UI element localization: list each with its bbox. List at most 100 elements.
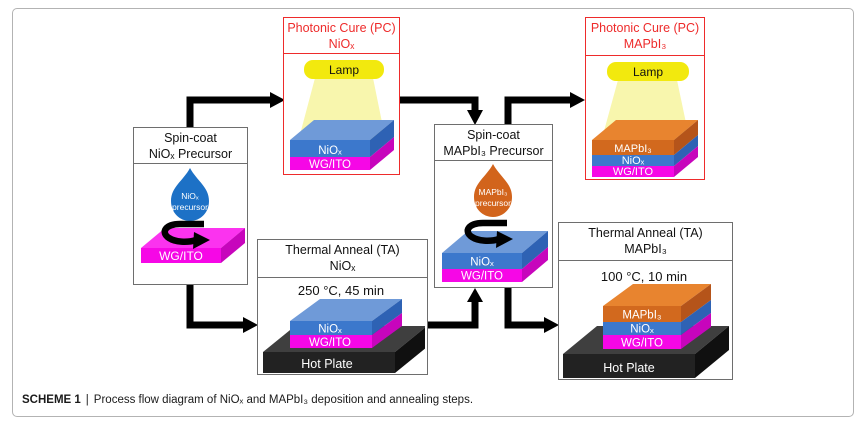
title-line: Spin-coat: [467, 128, 520, 142]
wgito-label: WG/ITO: [309, 159, 351, 171]
wgito-label: WG/ITO: [461, 271, 503, 283]
wgito-layer-side: [370, 137, 394, 170]
mapbi3-layer-front: [592, 140, 674, 155]
arrow-taniox-to-scmapbi3: [428, 302, 479, 329]
mapbi3-label: MAPbI₃: [622, 310, 662, 322]
droplet-label: MAPbI₃: [479, 187, 508, 197]
wgito-layer-front: [290, 335, 372, 348]
niox-label: NiOₓ: [630, 324, 654, 336]
box-photonic-cure-mapbi3-title: Photonic Cure (PC) MAPbI₃: [586, 18, 704, 56]
niox-label: NiOₓ: [622, 155, 645, 167]
niox-layer-front: [290, 140, 370, 157]
niox-layer-side: [681, 300, 711, 335]
niox-label: NiOₓ: [470, 257, 494, 269]
box-spin-coat-mapbi3-title: Spin-coat MAPbI₃ Precursor: [435, 125, 552, 161]
wgito-layer-front: [603, 335, 681, 349]
niox-layer-top: [290, 299, 402, 321]
figure-caption: SCHEME 1 | Process flow diagram of NiOₓ an…: [22, 394, 473, 406]
arrow-scniox-to-pcniox: [186, 96, 270, 128]
wgito-slab-side: [221, 228, 245, 263]
anneal-condition: 250 °C, 45 min: [298, 283, 384, 298]
mapbi3-layer-top: [592, 120, 698, 140]
niox-label: NiOₓ: [318, 145, 342, 157]
title-line: Thermal Anneal (TA): [588, 226, 703, 240]
box-spin-coat-mapbi3: Spin-coat MAPbI₃ Precursor MAPbI₃ precur…: [434, 124, 553, 288]
wgito-label: WG/ITO: [309, 337, 351, 349]
mapbi3-layer-side: [681, 284, 711, 322]
photonic-cure-mapbi3-illustration: Lamp MAPbI₃ NiOₓ WG/ITO: [592, 62, 698, 177]
niox-layer-front: [290, 321, 372, 335]
droplet-label: precursor: [475, 198, 511, 208]
box-photonic-cure-niox: Photonic Cure (PC) NiOₓ Lamp NiOₓ WG/ITO: [283, 17, 400, 175]
caption-text: Process flow diagram of NiOₓ and MAPbI₃ …: [93, 394, 474, 406]
wgito-layer-front: [290, 157, 370, 170]
lamp-icon: [304, 60, 384, 79]
wgito-label: WG/ITO: [613, 166, 654, 177]
box-photonic-cure-mapbi3: Photonic Cure (PC) MAPbI₃ Lamp MAPbI₃ Ni…: [585, 17, 705, 180]
wgito-label: WG/ITO: [621, 338, 663, 350]
title-line: MAPbI₃: [623, 37, 667, 51]
hot-plate-front: [263, 352, 395, 373]
wgito-layer-side: [681, 313, 711, 349]
mapbi3-layer-front: [603, 306, 681, 322]
droplet-label: precursor: [172, 202, 208, 212]
box-spin-coat-niox-title: Spin-coat NiOₓ Precursor: [134, 128, 247, 164]
hot-plate-side: [395, 327, 425, 373]
title-line: NiOₓ: [328, 37, 355, 51]
spin-arrow-icon: [464, 219, 513, 248]
lamp-icon: [607, 62, 689, 81]
spin-coat-mapbi3-illustration: MAPbI₃ precursor NiOₓ WG/ITO: [442, 164, 548, 283]
wgito-layer-side: [522, 247, 548, 282]
arrow-scmapbi3-to-tamapbi3: [504, 287, 544, 329]
caption-label: SCHEME 1: [22, 394, 81, 406]
wgito-slab-front: [141, 248, 221, 263]
box-thermal-anneal-mapbi3-title: Thermal Anneal (TA) MAPbI₃: [559, 223, 732, 261]
hot-plate-label: Hot Plate: [603, 361, 654, 375]
box-spin-coat-niox: Spin-coat NiOₓ Precursor NiOₓ precursor …: [133, 127, 248, 285]
title-line: Spin-coat: [164, 131, 217, 145]
niox-layer-side: [522, 231, 548, 269]
arrow-scniox-to-taniox: [186, 284, 243, 329]
spin-coat-niox-illustration: NiOₓ precursor WG/ITO: [141, 168, 245, 263]
box-thermal-anneal-mapbi3: Thermal Anneal (TA) MAPbI₃ 100 °C, 10 mi…: [558, 222, 733, 380]
photonic-cure-niox-illustration: Lamp NiOₓ WG/ITO: [290, 60, 394, 171]
wgito-label: WG/ITO: [159, 249, 203, 263]
wgito-layer-front: [592, 166, 674, 177]
flow-arrow-lines: [186, 96, 570, 329]
thermal-anneal-niox-illustration: 250 °C, 45 min Hot Plate NiOₓ WG/ITO: [263, 283, 425, 373]
title-line: Thermal Anneal (TA): [285, 243, 400, 257]
spin-arrow-icon: [161, 220, 210, 249]
hot-plate-side: [695, 326, 729, 378]
niox-layer-side: [674, 135, 698, 166]
mapbi3-layer-top: [603, 284, 711, 306]
precursor-droplet-icon: MAPbI₃ precursor: [474, 164, 512, 217]
hot-plate-front: [563, 354, 695, 378]
box-thermal-anneal-niox-title: Thermal Anneal (TA) NiOₓ: [258, 240, 427, 278]
title-line: MAPbI₃: [624, 242, 667, 256]
precursor-droplet-icon: NiOₓ precursor: [171, 168, 209, 221]
lamp-label: Lamp: [329, 63, 359, 77]
title-line: NiOₓ Precursor: [148, 147, 233, 161]
mapbi3-label: MAPbI₃: [614, 143, 652, 155]
title-line: MAPbI₃ Precursor: [443, 144, 544, 158]
hot-plate-label: Hot Plate: [301, 357, 352, 371]
niox-label: NiOₓ: [318, 324, 342, 336]
title-line: Photonic Cure (PC): [287, 21, 396, 35]
niox-layer-front: [603, 322, 681, 335]
lamp-label: Lamp: [633, 65, 663, 79]
droplet-label: NiOₓ: [181, 191, 199, 201]
caption-separator: |: [85, 394, 89, 406]
niox-layer-front: [442, 253, 522, 269]
wgito-layer-front: [442, 269, 522, 282]
mapbi3-layer-side: [674, 120, 698, 155]
wgito-layer-side: [674, 146, 698, 177]
niox-layer-top: [290, 120, 394, 140]
box-photonic-cure-niox-title: Photonic Cure (PC) NiOₓ: [284, 18, 399, 54]
flow-arrow-heads: [243, 92, 585, 333]
anneal-condition: 100 °C, 10 min: [601, 269, 687, 284]
title-line: NiOₓ: [329, 259, 356, 273]
thermal-anneal-mapbi3-illustration: 100 °C, 10 min Hot Plate MAPbI₃ NiOₓ WG/…: [563, 269, 729, 378]
niox-layer-side: [370, 120, 394, 157]
